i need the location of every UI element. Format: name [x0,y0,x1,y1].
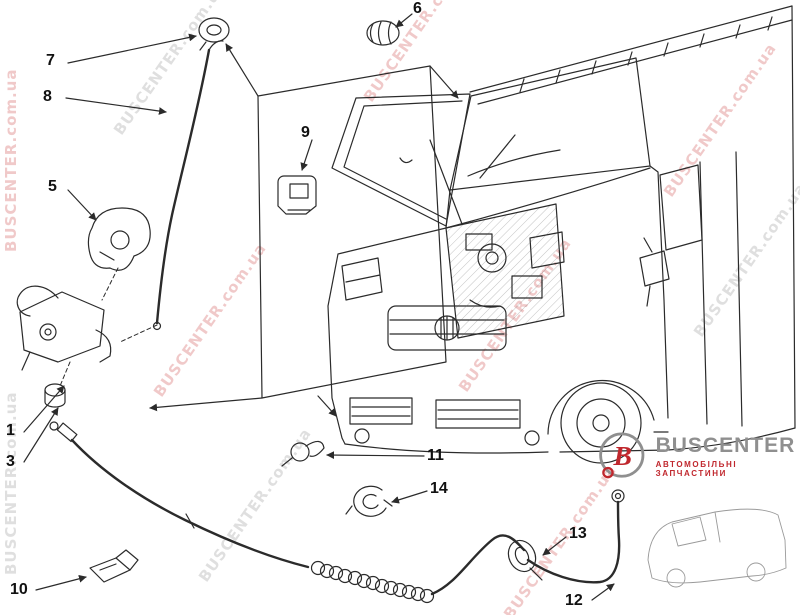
monogram-letter: B [612,440,631,471]
logo-brand-text: BUSCENTER [655,434,796,457]
part-release-cable-12 [49,421,625,604]
part-clip-14 [345,485,393,517]
callout-14: 14 [430,480,448,497]
callout-1: 1 [6,422,15,439]
part-bracket-9 [277,175,317,215]
callout-5: 5 [48,178,57,195]
callout-8: 8 [43,88,52,105]
part-grommet-13 [507,539,543,581]
van-outline [327,5,796,464]
callout-10: 10 [10,581,28,598]
callout-13: 13 [569,525,587,542]
part-grommet-7 [198,17,230,51]
part-plug-6 [366,20,400,46]
part-bracket-5 [87,207,151,271]
callout-12: 12 [565,592,583,609]
logo-tagline-text: автомобільні запчастини [655,460,738,478]
callout-leaders [23,13,615,601]
buscenter-monogram-icon: B [599,432,645,479]
callout-9: 9 [301,124,310,141]
detail-box [149,43,459,417]
callout-3: 3 [6,453,15,470]
part-lever-11 [281,440,325,467]
part-switch-10 [89,549,139,583]
callout-6: 6 [413,0,422,17]
callout-11: 11 [427,447,444,464]
buscenter-logo: B BUSCENTER автомобільні запчастини [596,428,800,484]
callout-7: 7 [46,52,55,69]
van-sketch-small [647,508,787,588]
part-rod-8 [152,40,224,331]
part-hood-lock-1 [16,267,158,387]
